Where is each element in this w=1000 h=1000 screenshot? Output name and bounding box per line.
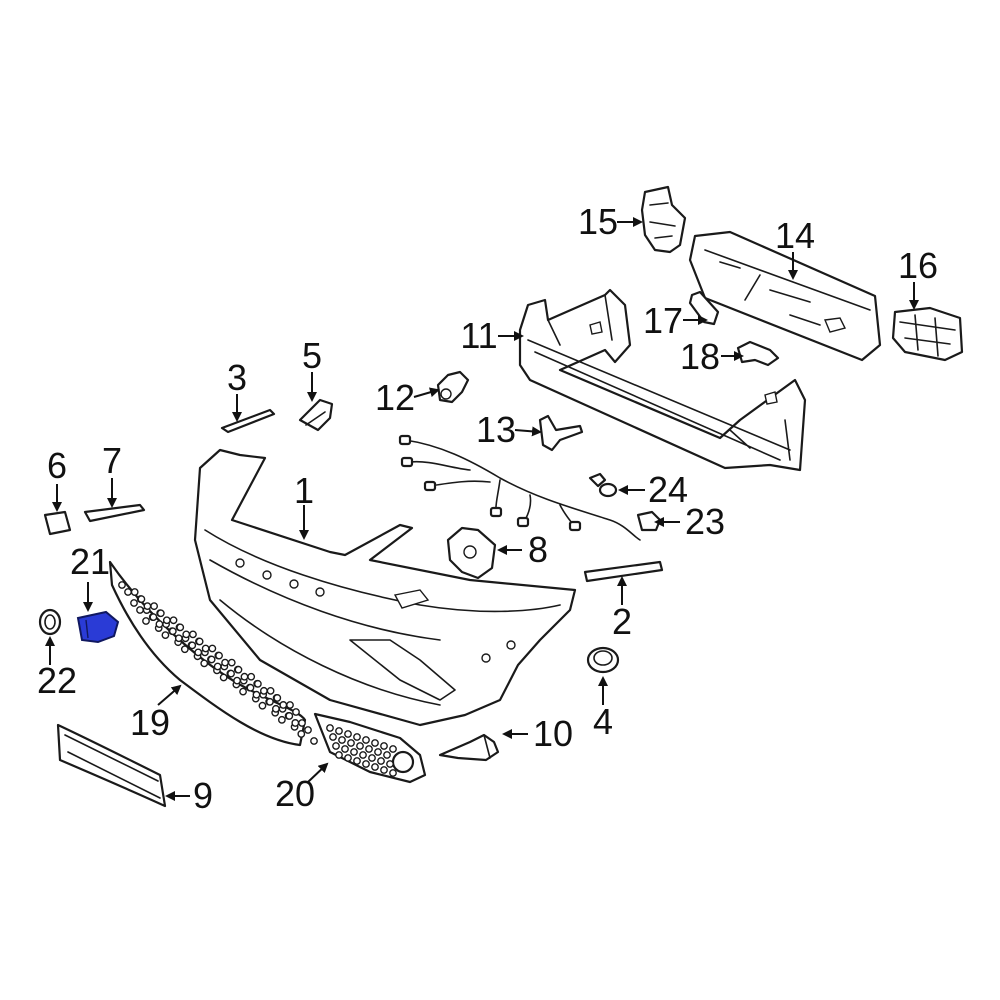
grille-part-19 [108, 560, 318, 747]
callout-7: 7 [102, 440, 122, 481]
callout-18: 18 [680, 336, 720, 377]
bracket-part-16 [891, 306, 964, 362]
trim-strip-part-3 [220, 408, 276, 434]
ring-part-22 [38, 608, 62, 636]
callout-4: 4 [593, 701, 613, 742]
sensor-part-21 [76, 610, 120, 644]
clip-part-5 [298, 398, 334, 432]
callout-3: 3 [227, 357, 247, 398]
callout-labels: 1 2 3 4 5 6 7 8 9 10 11 12 13 14 15 16 1… [37, 201, 938, 816]
callout-15: 15 [578, 201, 618, 242]
callout-17: 17 [643, 300, 683, 341]
callout-9: 9 [193, 775, 213, 816]
wiring-harness [398, 434, 641, 541]
callout-16: 16 [898, 245, 938, 286]
callout-10: 10 [533, 713, 573, 754]
sensor-bracket-part-12 [436, 370, 470, 404]
impact-absorber-part-14 [688, 230, 882, 362]
callout-13: 13 [476, 409, 516, 450]
fog-lamp-socket-part-10 [438, 733, 500, 762]
bumper-stop-part-4 [586, 646, 620, 674]
callout-24: 24 [648, 469, 688, 510]
rod-part-7 [83, 503, 146, 523]
bracket-part-15 [640, 185, 687, 254]
callout-22: 22 [37, 660, 77, 701]
callout-21: 21 [70, 541, 110, 582]
callout-8: 8 [528, 529, 548, 570]
bracket-part-17 [688, 290, 720, 326]
callout-20: 20 [275, 773, 315, 814]
cap-part-6 [43, 510, 72, 536]
license-bracket-part-9 [56, 723, 167, 808]
screw-part-24 [588, 472, 618, 498]
clip-part-18 [736, 340, 780, 367]
callout-5: 5 [302, 335, 322, 376]
callout-12: 12 [375, 377, 415, 418]
callout-1: 1 [294, 470, 314, 511]
bracket-part-13 [538, 414, 584, 452]
callout-19: 19 [130, 702, 170, 743]
callout-6: 6 [47, 445, 67, 486]
callout-2: 2 [612, 601, 632, 642]
lower-grille-part-20 [313, 712, 427, 784]
leader-lines [45, 217, 919, 801]
bumper-cover-part-1 [193, 448, 577, 727]
bracket-part-2 [583, 560, 664, 583]
bracket-part-8 [446, 526, 497, 580]
reinforcement-beam-part-11 [518, 288, 807, 472]
callout-23: 23 [685, 501, 725, 542]
callout-11: 11 [460, 315, 497, 356]
callout-14: 14 [775, 215, 815, 256]
